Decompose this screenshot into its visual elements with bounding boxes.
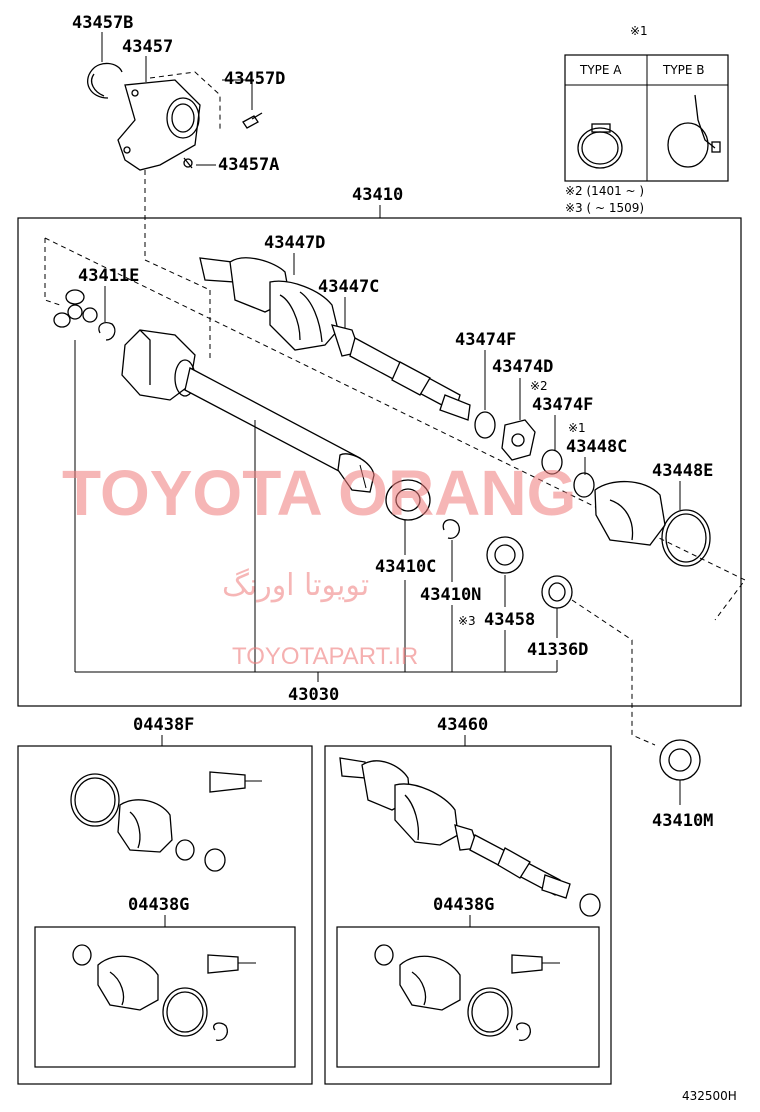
note-mark-3: ※3 [458,614,476,628]
label-04438G-b: 04438G [433,895,494,915]
type-b-clamp-icon [667,94,721,168]
shaft-box-43460 [324,745,612,1085]
label-43457D: 43457D [224,69,285,89]
damper-43474D [501,419,536,461]
bearing-43410C [385,479,431,521]
note-mark-1b: ※1 [568,421,586,435]
snap-ring-43457B [87,62,123,99]
center-bearing-bracket-43457 [117,71,221,171]
snap-ring-small [98,321,116,341]
note-mark-2: ※2 [530,379,548,393]
bearing-43410M: 43410M [652,739,713,831]
boot-43448E [594,480,711,567]
watermark-persian: تویوتا اورنگ [222,568,369,603]
label-41336D: 41336D [527,640,588,660]
type-a-header: TYPE A [579,63,622,77]
boot-kit-04438G-b-parts [374,944,560,1041]
shaft-43460-parts [339,757,601,917]
note-mark-1: ※1 [630,24,648,38]
type-b-header: TYPE B [662,63,705,77]
label-43447D: 43447D [264,233,325,253]
label-43460: 43460 [437,715,488,735]
label-43411E: 43411E [78,266,139,286]
seal-41336D [541,575,573,609]
inboard-joint-shaft [121,329,375,493]
label-43410N: 43410N [420,585,481,605]
label-43448E: 43448E [652,461,713,481]
type-a-clamp-icon [577,123,623,169]
label-43474F-b: 43474F [532,395,593,415]
snap-ring-43410N [442,519,460,539]
clamp-43474F-a [474,411,496,439]
clamp-43474F-b [541,449,563,475]
boot-kit-box-04438F [17,745,313,1085]
clamp-type-table: ※1 TYPE A TYPE B ※2 (1401 ~ ) ※3 ( ~ 150… [564,24,729,215]
label-43474D: 43474D [492,357,553,377]
diagram-code: 432500H [682,1089,737,1103]
bolt-43457A [183,157,193,169]
label-43410: 43410 [352,185,403,205]
outboard-joint-shaft [199,257,471,421]
boot-kit-04438G-a-parts [72,944,256,1041]
label-43457A: 43457A [218,155,279,175]
watermark-main: TOYOTA ORANG [62,457,576,529]
tripod-joint-43411E [53,289,98,328]
label-43410C: 43410C [375,557,436,577]
note-3: ※3 ( ~ 1509) [565,201,644,215]
assembly-box-43410 [17,217,742,707]
clamp-43448C [573,472,595,498]
watermark-site: TOYOTAPART.IR [232,643,418,670]
label-43457B: 43457B [72,13,133,33]
boot-kit-box-04438G-b [336,926,600,1068]
label-43410M: 43410M [652,811,713,831]
label-43448C: 43448C [566,437,627,457]
label-04438G-a: 04438G [128,895,189,915]
label-43447C: 43447C [318,277,379,297]
label-43474F-a: 43474F [455,330,516,350]
note-2: ※2 (1401 ~ ) [565,184,644,198]
boot-kit-box-04438G-a [34,926,296,1068]
boot-kit-04438F-parts [70,771,262,872]
seal-43458 [486,536,524,574]
bolt-43457D [242,112,263,129]
label-04438F: 04438F [133,715,194,735]
main-assembly: 43411E 43447D 43447C [44,233,746,746]
label-43030: 43030 [288,685,339,705]
bracket-group: 43457B 43457 43457D 43457A [72,13,285,360]
label-43457: 43457 [122,37,173,57]
label-43458: 43458 [484,610,535,630]
